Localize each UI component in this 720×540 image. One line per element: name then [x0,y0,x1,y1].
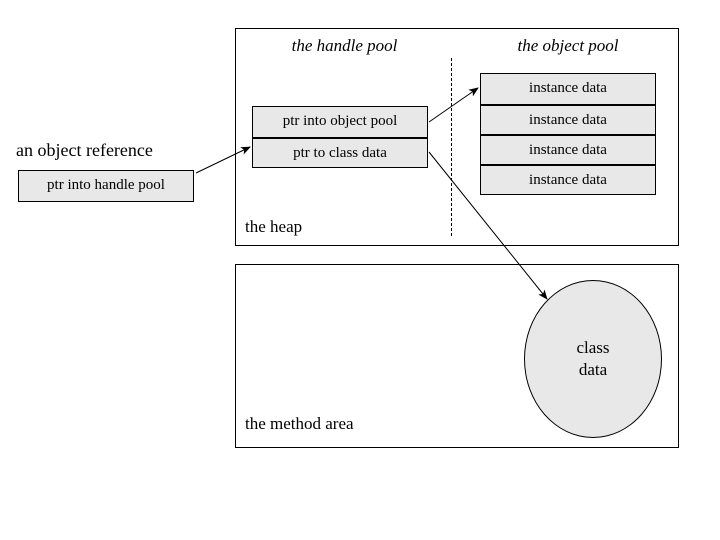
object-slot-instance-data-2: instance data [481,104,655,134]
handle-record: ptr into object pool ptr to class data [252,106,428,168]
object-slot-instance-data-4: instance data [481,164,655,194]
object-reference-record: ptr into handle pool [18,170,194,202]
pool-divider-dashed-line [451,58,452,236]
class-data-line-1: class [576,338,610,357]
reference-slot-ptr-into-handle-pool: ptr into handle pool [19,171,193,201]
heap-label: the heap [245,217,303,236]
object-pool-title: the object pool [517,36,619,55]
object-slot-instance-data-3: instance data [481,134,655,164]
object-slot-instance-data-1: instance data [481,74,655,104]
handle-slot-ptr-into-object-pool: ptr into object pool [253,107,427,137]
class-data-ellipse: class data [524,280,662,438]
handle-slot-ptr-to-class-data: ptr to class data [253,137,427,167]
handle-pool-title: the handle pool [291,36,398,55]
object-record: instance data instance data instance dat… [480,73,656,195]
class-data-line-2: data [578,360,608,379]
object-reference-label: an object reference [16,140,153,160]
method-area-label: the method area [245,414,354,433]
